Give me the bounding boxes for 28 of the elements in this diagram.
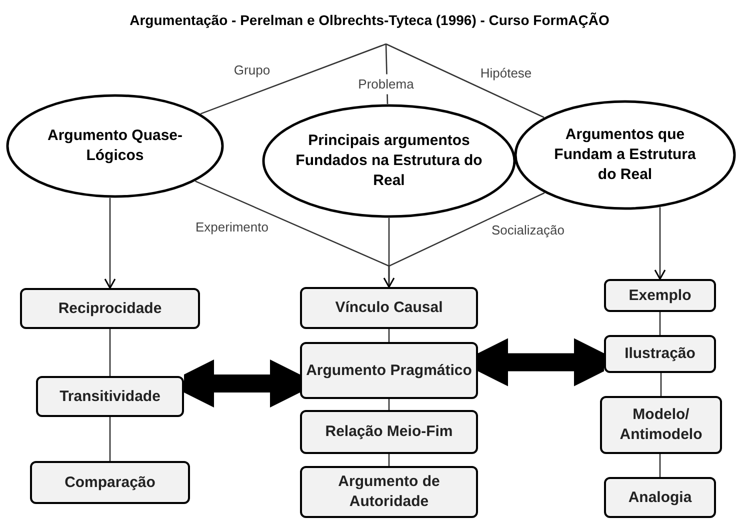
arrow: [654, 207, 666, 280]
concept-ellipse: Argumentos que Fundam a Estrutura do Real: [514, 100, 736, 210]
concept-box: Vínculo Causal: [300, 287, 478, 329]
connector-line: [388, 399, 390, 410]
connector-line: [659, 454, 661, 477]
connector-line: [386, 43, 544, 118]
concept-ellipse: Principais argumentos Fundados na Estrutura do Real: [262, 104, 516, 218]
connector-line: [388, 454, 390, 466]
connector-line: [200, 43, 386, 114]
concept-box: Exemplo: [604, 279, 716, 312]
connector-line: [659, 312, 661, 335]
concept-box: Reciprocidade: [20, 288, 200, 329]
concept-box: Argumento de Autoridade: [300, 466, 478, 518]
concept-box: Ilustração: [604, 335, 716, 373]
concept-box: Argumento Pragmático: [300, 342, 478, 399]
concept-box: Transitividade: [36, 376, 184, 417]
diagram-title: Argumentação - Perelman e Olbrechts-Tyteca (1996) - Curso FormAÇÃO: [130, 11, 610, 30]
arrow: [383, 218, 395, 288]
concept-box: Comparação: [30, 461, 190, 504]
connector-line: [660, 373, 662, 396]
concept-box: Relação Meio-Fim: [300, 410, 478, 454]
connector-line: [109, 329, 111, 376]
connector-line: [109, 417, 111, 461]
concept-ellipse: Argumento Quase-Lógicos: [6, 94, 224, 198]
concept-box: Analogia: [604, 477, 716, 518]
arrow: [104, 198, 116, 289]
connector-line: [388, 329, 390, 342]
concept-box: Modelo/ Antimodelo: [600, 396, 722, 454]
